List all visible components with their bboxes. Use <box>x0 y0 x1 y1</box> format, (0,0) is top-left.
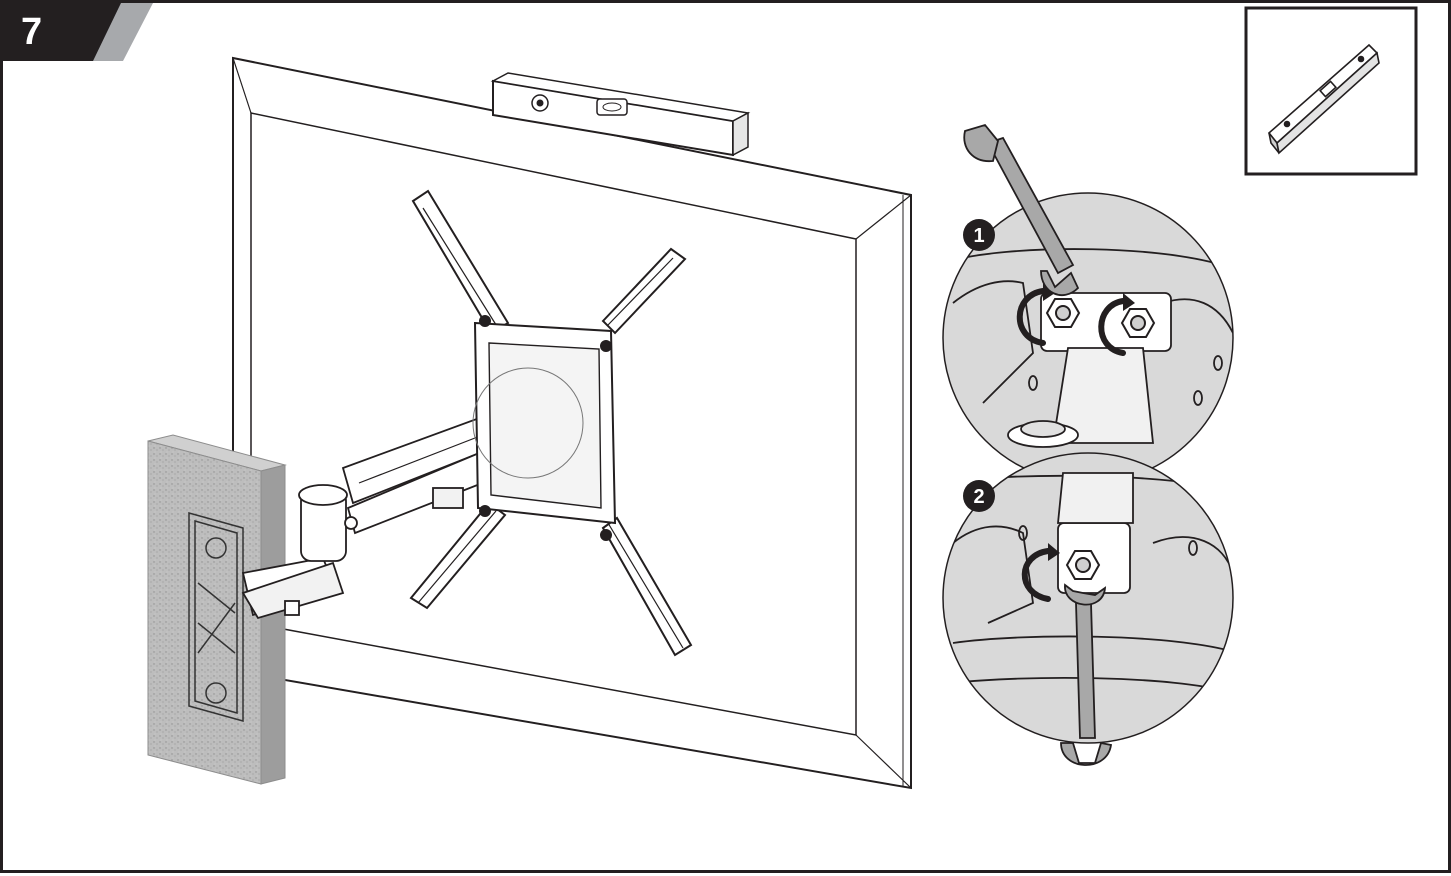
callout-label-2: 2 <box>973 486 984 508</box>
spirit-level-icon <box>490 72 751 157</box>
wall-stud <box>147 434 287 785</box>
step-number: 7 <box>21 11 43 53</box>
callout-badge-2 <box>963 480 995 512</box>
wrench-icon <box>963 123 1080 297</box>
tool-inset-box <box>1244 6 1418 176</box>
wall-plate <box>188 512 244 722</box>
rotate-arrow-icon <box>1016 288 1126 356</box>
step-tab-shape <box>3 3 153 61</box>
spirit-level-icon <box>1267 43 1380 155</box>
detail-view-2: 2 <box>942 452 1234 766</box>
detail-view-1: 1 <box>942 123 1234 484</box>
detail-highlight-circle <box>472 367 584 479</box>
hex-nut-icon <box>1065 550 1101 580</box>
assembly-diagram: 1 <box>3 3 1418 790</box>
hex-nut-icon <box>1045 298 1156 338</box>
wrench-icon <box>1060 583 1113 766</box>
callout-label-1: 1 <box>973 225 984 247</box>
vesa-mount-plate <box>409 189 693 657</box>
rotate-arrow-icon <box>1021 548 1051 602</box>
callout-badge-1 <box>963 219 995 251</box>
